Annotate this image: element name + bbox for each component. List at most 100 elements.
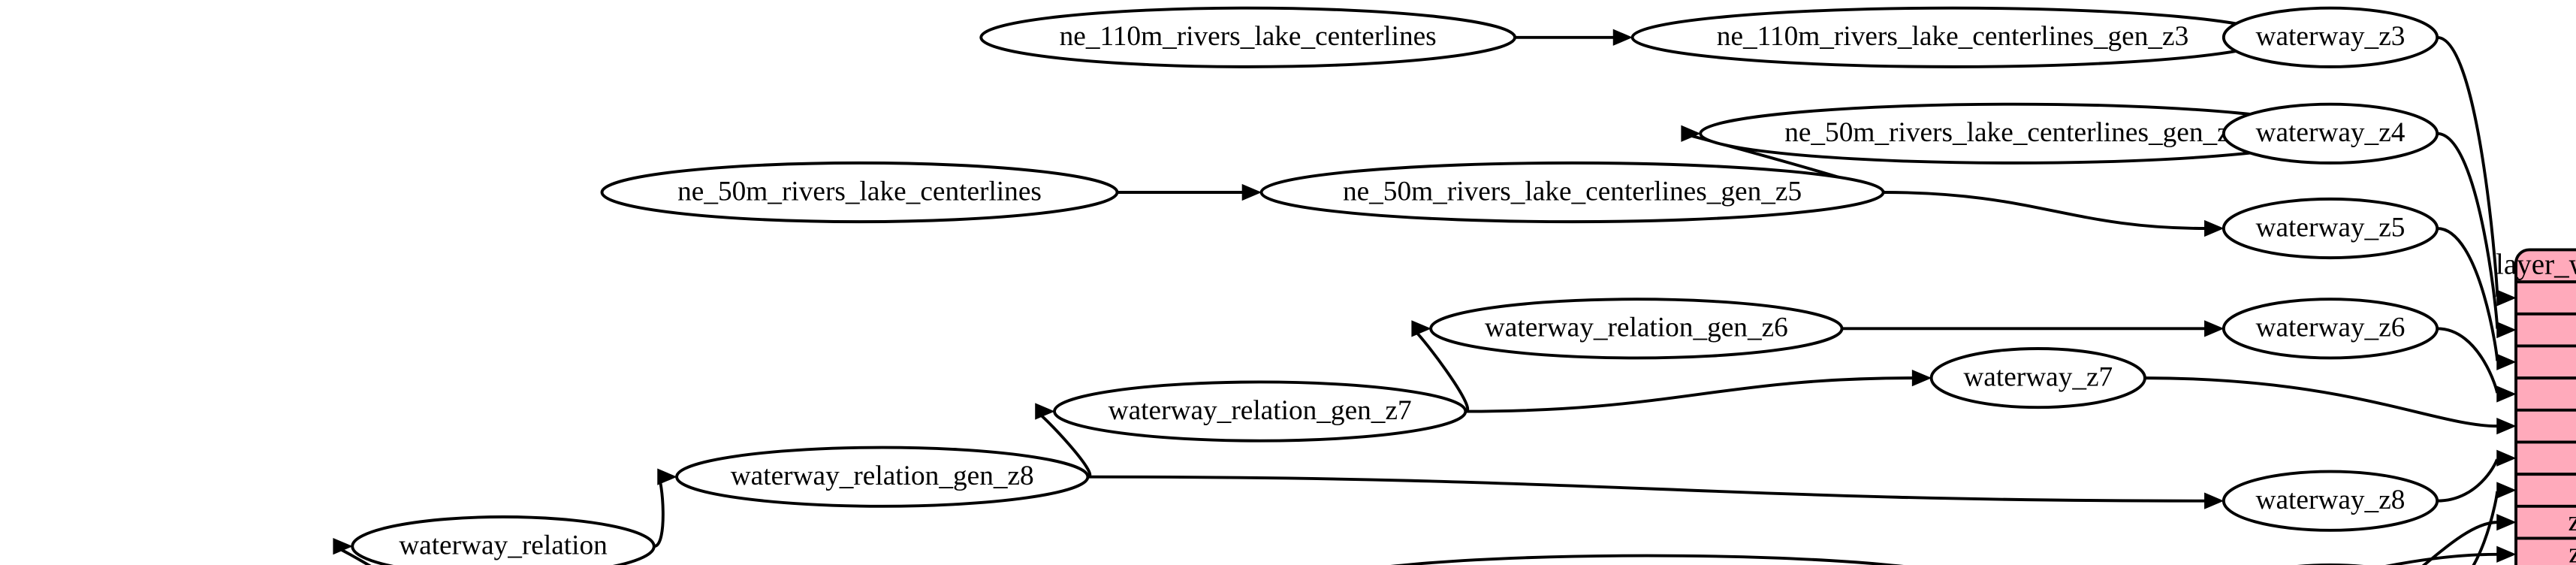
node-label: waterway_z8 <box>2256 485 2406 515</box>
record-row-label: z10 <box>2568 505 2576 537</box>
edge <box>653 468 677 548</box>
edge <box>1465 369 1932 413</box>
graph-node-waterway_relation_gen_z8[interactable]: waterway_relation_gen_z8 <box>675 446 1090 508</box>
node-ellipse <box>351 515 656 565</box>
node-label: waterway_relation_gen_z8 <box>731 461 1034 491</box>
record-header-label: layer_waterway <box>2496 249 2576 281</box>
arrow-head-icon <box>2496 289 2517 307</box>
node-label: waterway_z5 <box>2256 212 2406 243</box>
graph-node-ne_110m_rivers_lake_centerlines[interactable]: ne_110m_rivers_lake_centerlines <box>979 6 1517 68</box>
graph-node-waterway_z7[interactable]: waterway_z7 <box>1929 347 2146 409</box>
graph-node-waterway_relation_gen_z7[interactable]: waterway_relation_gen_z7 <box>1053 380 1467 443</box>
arrow-head-icon <box>1911 369 1932 387</box>
edge <box>1842 320 2225 337</box>
edge <box>2437 327 2517 403</box>
arrow-head-icon <box>1035 403 1055 420</box>
edge-line <box>2436 131 2499 332</box>
arrow-head-icon <box>1681 125 1701 142</box>
graph-node-waterway_z4[interactable]: waterway_z4 <box>2222 102 2439 165</box>
edge <box>2421 513 2517 565</box>
edge <box>1883 191 2225 237</box>
node-label: waterway_z4 <box>2256 117 2406 148</box>
arrow-head-icon <box>2204 492 2225 509</box>
graph-node-ne_50m_rivers_lake_centerlines[interactable]: ne_50m_rivers_lake_centerlines <box>600 161 1119 224</box>
node-ellipse <box>1053 380 1467 443</box>
node-ellipse <box>2222 6 2439 68</box>
record-body <box>2514 248 2576 565</box>
graph-node-waterway_relation_gen_z6[interactable]: waterway_relation_gen_z6 <box>1429 298 1844 360</box>
edge-line <box>1883 191 2205 230</box>
node-label: ne_50m_rivers_lake_centerlines <box>677 176 1042 207</box>
arrow-head-icon <box>2496 545 2517 563</box>
graph-node-waterway_relation[interactable]: waterway_relation <box>351 515 656 565</box>
edge-line <box>653 475 665 548</box>
graph-node-waterway_z8[interactable]: waterway_z8 <box>2222 470 2439 532</box>
node-ellipse <box>1429 298 1844 360</box>
graph-node-waterway_z6[interactable]: waterway_z6 <box>2222 298 2439 360</box>
edge <box>333 537 372 565</box>
arrow-head-icon <box>2496 321 2517 339</box>
edge <box>2436 227 2517 370</box>
edge-line <box>2437 456 2499 503</box>
arrow-head-icon <box>2204 219 2225 237</box>
edges-layer <box>333 29 2517 565</box>
node-label: waterway_relation_gen_z6 <box>1485 313 1788 343</box>
record-row-z4[interactable] <box>2516 314 2576 346</box>
record-row-z6[interactable] <box>2516 378 2576 410</box>
edge <box>2472 482 2517 565</box>
edge <box>2437 449 2517 503</box>
record-row-z9[interactable] <box>2516 474 2576 506</box>
node-ellipse <box>1390 554 1904 565</box>
node-label: waterway_z3 <box>2256 21 2406 52</box>
record-row-z7[interactable] <box>2516 410 2576 443</box>
nodes-layer: imposm3osm_waterway_relationosm_waterway… <box>351 6 2439 565</box>
arrow-head-icon <box>2204 320 2225 337</box>
edge-line <box>2144 376 2498 428</box>
arrow-head-icon <box>1612 29 1633 46</box>
record-row-z5[interactable] <box>2516 346 2576 378</box>
graph-node-waterway_z5[interactable]: waterway_z5 <box>2222 197 2439 260</box>
edge <box>1117 183 1262 201</box>
node-ellipse <box>1259 161 1885 224</box>
graph-node-osm_important_waterway_linestring_gen_z9[interactable]: osm_important_waterway_linestring_gen_z9 <box>1316 554 1977 565</box>
arrow-head-icon <box>1241 183 1262 201</box>
graph-node-waterway_z3[interactable]: waterway_z3 <box>2222 6 2439 68</box>
node-ellipse <box>675 446 1090 508</box>
node-ellipse <box>1929 347 2146 409</box>
node-label: waterway_relation_gen_z7 <box>1109 395 1412 426</box>
node-ellipse <box>2222 197 2439 260</box>
node-label: waterway_z6 <box>2256 313 2406 343</box>
arrow-head-icon <box>657 468 677 485</box>
record-row-z11[interactable] <box>2516 538 2576 565</box>
record-row-z8[interactable] <box>2516 442 2576 474</box>
edge <box>1515 29 1633 46</box>
graph-node-ne_110m_rivers_lake_centerlines_gen_z3[interactable]: ne_110m_rivers_lake_centerlines_gen_z3 <box>1630 6 2275 68</box>
edge <box>1035 403 1092 479</box>
edge <box>2144 376 2517 435</box>
edge <box>2384 545 2517 565</box>
arrow-head-icon <box>1411 320 1431 337</box>
edge-line <box>2436 35 2499 300</box>
graph-node-ne_50m_rivers_lake_centerlines_gen_z4[interactable]: ne_50m_rivers_lake_centerlines_gen_z4 <box>1699 102 2330 165</box>
node-ellipse <box>2222 102 2439 165</box>
edge <box>2436 35 2517 307</box>
node-label: ne_110m_rivers_lake_centerlines_gen_z3 <box>1717 21 2188 52</box>
node-label: ne_50m_rivers_lake_centerlines_gen_z4 <box>1784 117 2244 148</box>
node-ellipse <box>2222 298 2439 360</box>
arrow-head-icon <box>2496 385 2517 403</box>
edge <box>1087 475 2225 509</box>
graph-node-ne_50m_rivers_lake_centerlines_gen_z5[interactable]: ne_50m_rivers_lake_centerlines_gen_z5 <box>1259 161 1885 224</box>
node-label: waterway_z7 <box>1963 361 2113 392</box>
arrow-head-icon <box>2496 417 2517 435</box>
arrow-head-icon <box>2496 482 2517 499</box>
node-ellipse <box>979 6 1517 68</box>
arrow-head-icon <box>2496 353 2517 370</box>
edge-line <box>2437 327 2499 396</box>
record-row-z10[interactable] <box>2516 506 2576 539</box>
edge <box>1411 320 1469 413</box>
node-ellipse <box>600 161 1119 224</box>
record-row-z3[interactable] <box>2516 282 2576 314</box>
node-label: waterway_relation <box>399 530 608 560</box>
